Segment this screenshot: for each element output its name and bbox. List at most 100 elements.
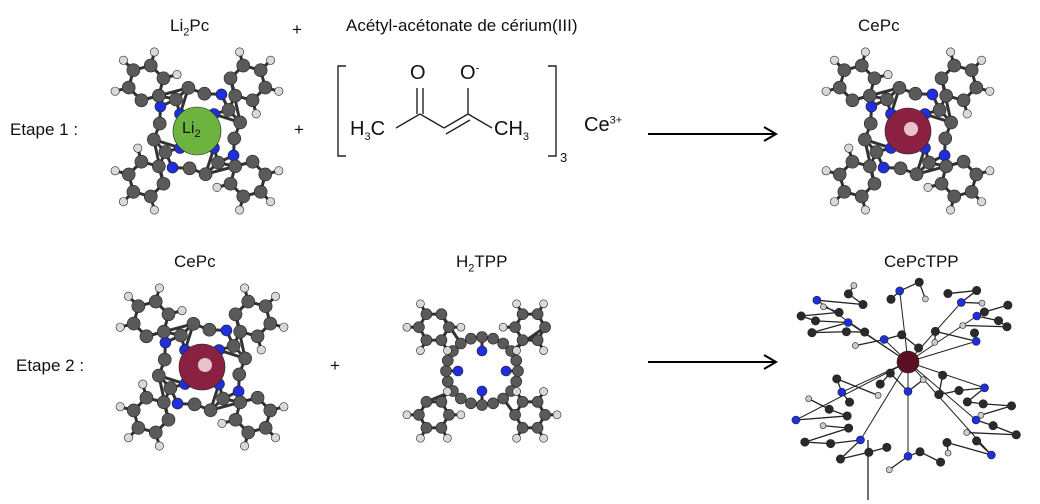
reaction-arrow-step1 xyxy=(648,126,778,142)
carbon-atom xyxy=(238,351,252,366)
carbon-atom xyxy=(934,71,949,86)
nitrogen-atom xyxy=(843,318,853,327)
carbon-atom xyxy=(863,159,877,174)
carbon-atom xyxy=(245,93,260,108)
carbon-atom xyxy=(455,337,467,350)
carbon-atom xyxy=(824,404,834,414)
nitrogen-atom xyxy=(956,298,966,307)
hydrogen-atom xyxy=(946,205,956,215)
carbon-atom xyxy=(263,316,278,331)
carbon-atom xyxy=(420,334,433,346)
hydrogen-atom xyxy=(416,346,425,355)
carbon-atom xyxy=(939,159,953,174)
carbon-atom xyxy=(880,92,894,107)
carbon-atom xyxy=(258,167,273,182)
cerium-atom xyxy=(896,350,920,374)
hydrogen-atom xyxy=(149,205,159,215)
carbon-atom xyxy=(435,334,448,346)
hydrogen-atom xyxy=(251,109,261,119)
carbon-atom xyxy=(897,330,907,340)
hydrogen-atom xyxy=(115,322,125,332)
carbon-atom xyxy=(863,116,878,131)
carbon-atom xyxy=(512,365,524,377)
carbon-atom xyxy=(845,93,860,108)
hydrogen-atom xyxy=(110,166,120,176)
cepc-reactant-molecule xyxy=(115,283,289,451)
carbon-atom xyxy=(435,422,448,434)
carbon-atom xyxy=(516,396,529,408)
hydrogen-atom xyxy=(279,322,289,332)
carbon-atom xyxy=(148,425,163,440)
carbon-atom xyxy=(441,375,454,388)
carbon-atom xyxy=(250,390,265,405)
carbon-atom xyxy=(1011,430,1021,440)
carbon-atom xyxy=(241,294,256,309)
hydrogen-atom xyxy=(172,70,182,80)
hydrogen-atom xyxy=(552,410,562,420)
hydrogen-atom xyxy=(919,376,927,384)
carbon-atom xyxy=(203,403,218,417)
hydrogen-atom xyxy=(512,387,521,396)
hydrogen-atom xyxy=(829,55,839,65)
hydrogen-atom xyxy=(805,395,813,403)
carbon-atom xyxy=(420,396,433,408)
hydrogen-atom xyxy=(959,322,967,329)
carbon-atom xyxy=(241,425,256,440)
carbon-atom xyxy=(476,331,488,343)
nitrogen-atom xyxy=(987,450,996,460)
nitrogen-atom xyxy=(232,385,245,398)
hydrogen-atom xyxy=(443,346,452,355)
carbon-atom xyxy=(832,80,847,95)
carbon-atom xyxy=(157,352,172,367)
nitrogen-atom xyxy=(166,161,179,174)
carbon-atom xyxy=(174,328,188,343)
nitrogen-atom xyxy=(452,365,464,377)
left-bracket xyxy=(337,65,346,157)
nitrogen-atom xyxy=(972,311,982,321)
carbon-atom xyxy=(181,81,196,95)
cepc-product-molecule xyxy=(821,47,995,215)
carbon-atom xyxy=(886,294,896,304)
carbon-atom xyxy=(228,88,242,103)
carbon-atom xyxy=(858,132,872,147)
carbon-atom xyxy=(531,308,544,320)
carbon-atom xyxy=(858,300,868,310)
carbon-atom xyxy=(121,167,136,182)
carbon-atom xyxy=(922,155,936,170)
carbon-atom xyxy=(988,421,998,431)
hydrogen-atom xyxy=(271,433,281,443)
nitrogen-atom xyxy=(877,161,890,174)
carbon-atom xyxy=(854,189,869,204)
acac-methyl-right: CH3 xyxy=(494,118,530,143)
carbon-atom xyxy=(832,374,842,384)
lithium-atom xyxy=(172,106,222,156)
hydrogen-atom xyxy=(923,182,933,192)
hydrogen-atom xyxy=(416,299,425,309)
hydrogen-atom xyxy=(402,410,412,420)
hydrogen-atom xyxy=(138,379,148,389)
hydrogen-atom xyxy=(110,86,120,96)
carbon-atom xyxy=(233,324,247,339)
hydrogen-atom xyxy=(240,441,250,451)
hydrogen-atom xyxy=(123,433,133,443)
hydrogen-atom xyxy=(416,433,425,443)
hydrogen-atom xyxy=(829,197,839,207)
nitrogen-atom xyxy=(812,295,822,305)
carbon-atom xyxy=(885,368,895,378)
carbon-atom xyxy=(964,63,979,77)
carbon-atom xyxy=(509,409,521,421)
carbon-atom xyxy=(936,457,946,467)
hydrogen-atom xyxy=(922,295,929,303)
hydrogen-atom xyxy=(978,299,986,307)
carbon-atom xyxy=(497,337,509,350)
carbon-atom xyxy=(233,395,247,410)
carbon-atom xyxy=(947,189,962,204)
carbon-atom xyxy=(134,154,149,169)
carbon-atom xyxy=(796,311,806,321)
carbon-atom xyxy=(435,396,448,408)
hydrogen-atom xyxy=(279,402,289,412)
hydrogen-atom xyxy=(133,143,143,153)
hydrogen-atom xyxy=(819,422,827,429)
plus-sign-step1: + xyxy=(294,120,304,139)
nitrogen-atom xyxy=(837,387,847,397)
